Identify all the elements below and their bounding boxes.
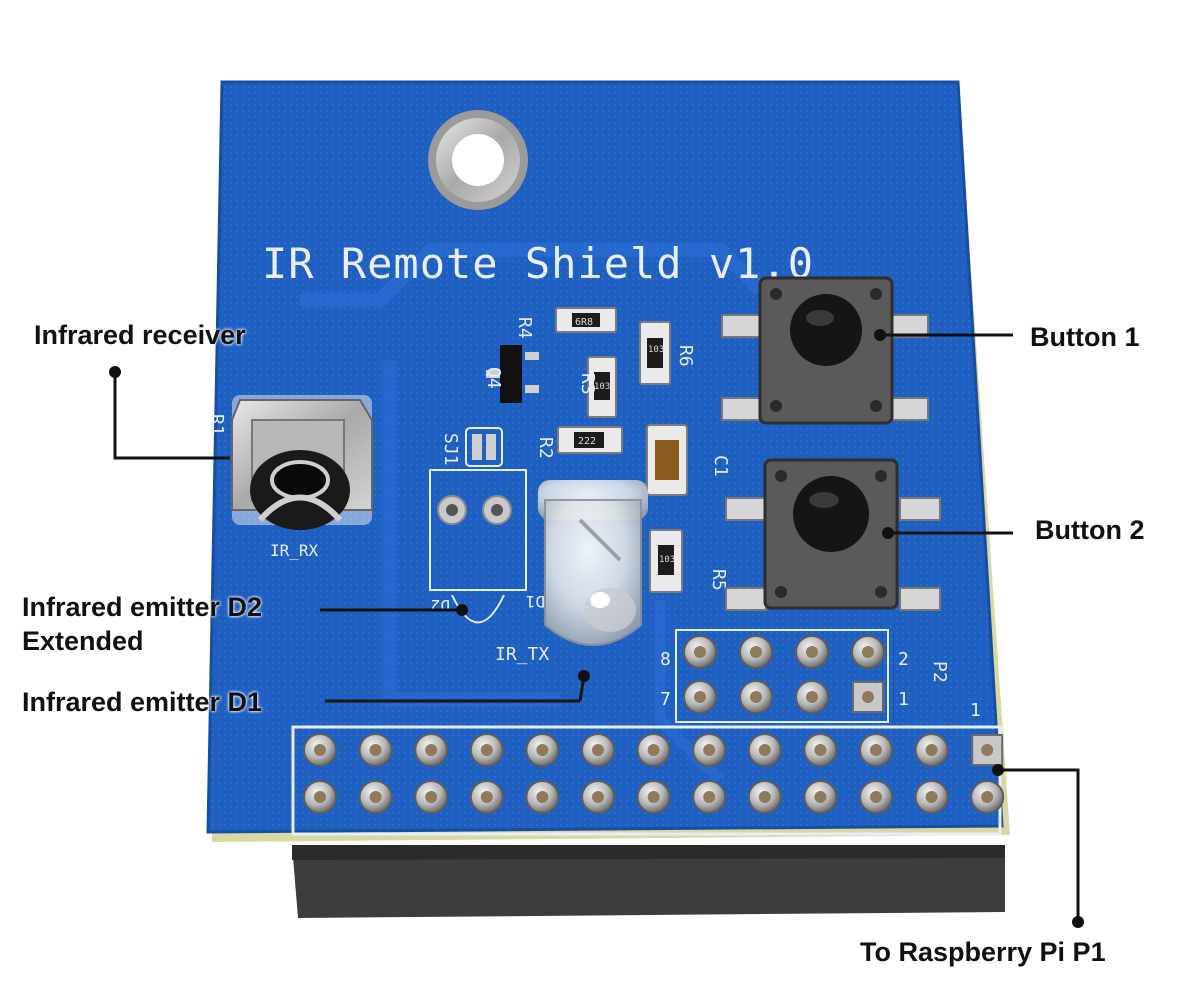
button-1-body bbox=[721, 276, 929, 425]
p1-pin bbox=[925, 791, 938, 803]
label-sj1: SJ1 bbox=[440, 433, 461, 466]
p1-pin bbox=[536, 744, 549, 756]
button-2-body bbox=[725, 458, 941, 611]
resistor-r6: 103 bbox=[639, 321, 671, 385]
p1-pin bbox=[703, 791, 716, 803]
label-p2-pin1: 1 bbox=[898, 689, 909, 710]
label-p2: P2 bbox=[929, 661, 950, 683]
resistor-r4: 6R8 bbox=[555, 307, 617, 333]
label-p2-pin7: 7 bbox=[660, 689, 671, 710]
p1-pin bbox=[314, 791, 326, 803]
callout-emitter-d1: Infrared emitter D1 bbox=[22, 687, 263, 717]
label-ir-tx: IR_TX bbox=[495, 644, 549, 665]
label-q4: Q4 bbox=[483, 367, 504, 389]
label-r6: R6 bbox=[675, 345, 696, 367]
p1-pin bbox=[647, 744, 660, 756]
p1-pin bbox=[480, 791, 493, 803]
header-block bbox=[292, 845, 1005, 918]
p1-pin bbox=[925, 744, 938, 756]
callout-button-1: Button 1 bbox=[1030, 322, 1140, 352]
p1-pin bbox=[814, 744, 827, 756]
p1-pin bbox=[758, 744, 771, 756]
board-title: IR Remote Shield v1.0 bbox=[262, 239, 814, 288]
mounting-hole bbox=[428, 110, 528, 210]
r4-code: 6R8 bbox=[575, 317, 593, 328]
p2-pin bbox=[806, 691, 818, 703]
p1-pin bbox=[758, 791, 771, 803]
p2-header bbox=[675, 629, 889, 723]
r6-code: 103 bbox=[648, 345, 664, 355]
p1-pin bbox=[981, 791, 994, 803]
label-r3: R3 bbox=[577, 373, 598, 395]
p1-pin bbox=[369, 744, 382, 756]
p2-pin bbox=[862, 646, 874, 658]
label-p1-pin1: 1 bbox=[970, 700, 981, 721]
p2-pin bbox=[862, 691, 874, 703]
d2-footprint bbox=[429, 469, 527, 624]
p1-pin bbox=[369, 791, 382, 803]
callout-lines bbox=[113, 333, 1080, 922]
p1-pin bbox=[314, 744, 326, 756]
p1-pin bbox=[480, 744, 493, 756]
p2-pin bbox=[750, 646, 762, 658]
p1-pin bbox=[870, 791, 882, 803]
r5-code: 103 bbox=[659, 555, 675, 565]
resistor-r2: 222 bbox=[557, 426, 623, 454]
label-r1: R1 bbox=[206, 414, 227, 436]
p1-pin bbox=[425, 791, 438, 803]
p1-pin bbox=[814, 791, 827, 803]
ir-receiver bbox=[231, 395, 373, 530]
p1-pin bbox=[870, 744, 882, 756]
p1-pin bbox=[536, 791, 549, 803]
p1-pin bbox=[981, 744, 994, 756]
p1-pin bbox=[703, 744, 716, 756]
label-c1: C1 bbox=[710, 455, 731, 477]
led-d1 bbox=[538, 480, 648, 646]
callout-emitter-d2: Infrared emitter D2 bbox=[22, 592, 263, 622]
p1-pin bbox=[425, 744, 438, 756]
callout-dots bbox=[109, 329, 1084, 928]
transistor-q4 bbox=[486, 345, 539, 403]
callout-emitter-d2-extended: Extended bbox=[22, 626, 144, 656]
p2-pin bbox=[806, 646, 818, 658]
solder-jumper-sj1 bbox=[465, 427, 503, 467]
p1-pin bbox=[592, 791, 604, 803]
r3-code: 103 bbox=[594, 382, 610, 392]
p1-pin bbox=[592, 744, 604, 756]
p1-pin bbox=[647, 791, 660, 803]
resistor-r5: 103 bbox=[649, 529, 683, 593]
label-ir-rx: IR_RX bbox=[270, 541, 319, 560]
r2-code: 222 bbox=[578, 436, 596, 447]
p1-header bbox=[291, 725, 1005, 836]
p2-pin bbox=[750, 691, 762, 703]
p2-pin bbox=[694, 646, 706, 658]
label-d1: D1 bbox=[526, 592, 545, 611]
label-p2-pin2: 2 bbox=[898, 649, 909, 670]
p2-pin bbox=[694, 691, 706, 703]
label-r2: R2 bbox=[535, 437, 556, 459]
callout-button-2: Button 2 bbox=[1035, 515, 1145, 545]
label-d2: D2 bbox=[431, 596, 450, 615]
label-r5: R5 bbox=[708, 569, 729, 591]
callout-raspberry-pi-p1: To Raspberry Pi P1 bbox=[860, 937, 1106, 967]
label-p2-pin8: 8 bbox=[660, 649, 671, 670]
label-r4: R4 bbox=[514, 317, 535, 339]
callout-infrared-receiver: Infrared receiver bbox=[34, 320, 246, 350]
capacitor-c1 bbox=[646, 424, 688, 496]
resistor-r3: 103 bbox=[587, 356, 617, 418]
